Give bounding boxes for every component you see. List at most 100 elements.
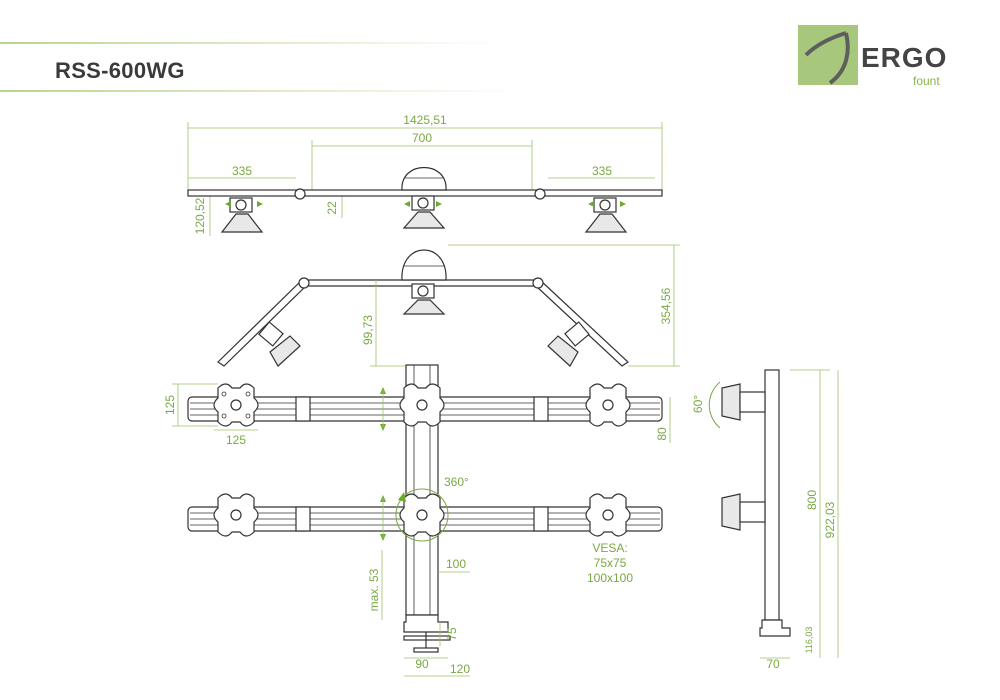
front-clamp-knob xyxy=(413,647,439,653)
angled-pole-cap xyxy=(401,249,447,281)
header-line-top xyxy=(0,42,500,44)
side-mount-lower xyxy=(721,493,766,531)
tilt-arc xyxy=(708,381,721,429)
dim-side-70: 70 xyxy=(766,657,780,671)
vesa-plate-upper-left-hole xyxy=(221,413,227,419)
dim-angled-depth: 99,73 xyxy=(361,315,375,345)
side-view: 60° 800 922,03 116,03 70 xyxy=(691,369,839,671)
top-mount-right-plate xyxy=(584,213,628,233)
top-crossbar xyxy=(187,189,663,197)
top-view: 1425,51 700 335 335 120,52 22 xyxy=(187,113,663,236)
arrow-icon xyxy=(225,201,231,207)
dim-side-116: 116,03 xyxy=(804,627,814,654)
dim-top-height: 120,52 xyxy=(193,197,207,234)
side-clamp xyxy=(759,619,791,637)
logo-box-icon xyxy=(798,25,858,85)
logo-word: ERGO xyxy=(861,42,948,73)
top-mount-center-knob xyxy=(417,197,429,209)
angled-mount-right-plate xyxy=(547,335,579,367)
top-mount-left-knob xyxy=(235,199,247,211)
dim-side-800: 800 xyxy=(805,490,819,510)
top-mount-left-plate xyxy=(220,213,264,233)
vesa-plate-upper-center-hub xyxy=(416,399,428,411)
dim-base-90: 90 xyxy=(415,657,429,671)
arrow-icon xyxy=(436,201,442,207)
top-mount-center-plate xyxy=(402,211,446,229)
top-joint-left xyxy=(294,188,306,200)
top-pole-cap xyxy=(401,167,447,191)
top-mount-center xyxy=(402,195,446,229)
side-pole xyxy=(764,369,780,621)
angled-mount-left-body xyxy=(258,321,284,347)
vesa-plate-upper-left-hole xyxy=(245,413,251,419)
header-line-bottom xyxy=(0,90,520,92)
dim-bar-width: 125 xyxy=(226,433,246,447)
arrow-icon xyxy=(620,201,626,207)
side-mount-upper xyxy=(721,383,766,421)
vesa-plate-lower-left-hub xyxy=(230,509,242,521)
ergofount-logo: ERGO fount xyxy=(795,22,965,112)
dim-rotation: 360° xyxy=(444,475,469,489)
angled-mount-left-plate xyxy=(269,335,301,367)
vesa-plate-upper-left xyxy=(213,383,259,427)
dim-pole-offset: 100 xyxy=(446,557,466,571)
dim-top-center: 700 xyxy=(412,131,432,145)
dim-top-left: 335 xyxy=(232,164,252,178)
arrow-icon xyxy=(588,201,594,207)
angled-mount-center xyxy=(402,283,446,315)
vesa-label: VESA: xyxy=(592,541,627,555)
angled-mount-left xyxy=(258,321,301,367)
vesa-plate-upper-left-hub xyxy=(230,399,242,411)
vesa-plate-lower-left xyxy=(213,493,259,537)
dim-top-right: 335 xyxy=(592,164,612,178)
vesa-plate-upper-right-hub xyxy=(602,399,614,411)
dim-tilt: 60° xyxy=(691,395,705,413)
vesa-plate-lower-center xyxy=(399,493,445,537)
rotation-arrow-icon xyxy=(398,492,406,502)
angled-mount-center-knob xyxy=(417,285,429,297)
top-joint-right xyxy=(534,188,546,200)
vesa-size-100: 100x100 xyxy=(587,571,633,585)
side-mount-lower-plate xyxy=(721,493,741,531)
model-title: RSS-600WG xyxy=(55,58,185,83)
dim-angled-height: 354,56 xyxy=(659,287,673,324)
top-mount-right xyxy=(584,197,628,233)
front-upper-joint-right xyxy=(533,396,549,422)
logo-sub: fount xyxy=(913,74,940,88)
dim-bar-thickness: 80 xyxy=(655,427,669,441)
angled-view: 354,56 99,73 xyxy=(217,244,680,367)
vesa-plate-lower-center-hub xyxy=(416,509,428,521)
front-lower-joint-right xyxy=(533,506,549,532)
front-view: 360° 125 125 80 100 max. 53 75 90 120 VE… xyxy=(163,364,671,677)
dim-bar-height: 125 xyxy=(163,395,177,415)
front-clamp xyxy=(403,614,449,633)
angled-joint-left xyxy=(298,277,310,289)
vesa-plate-upper-left-hole xyxy=(245,391,251,397)
rotation-circle xyxy=(395,488,449,542)
angled-mount-right-body xyxy=(564,321,590,347)
front-clamp-plate xyxy=(403,635,451,641)
vesa-plate-upper-left-hole xyxy=(221,391,227,397)
side-mount-upper-plate xyxy=(721,383,741,421)
side-mount-upper-arm xyxy=(739,391,766,413)
dim-top-gap: 22 xyxy=(325,201,339,215)
front-lower-joint-left xyxy=(295,506,311,532)
vesa-plate-lower-right-hub xyxy=(602,509,614,521)
angled-mount-right xyxy=(547,321,590,367)
dim-clamp-max: max. 53 xyxy=(367,568,381,611)
arrow-icon xyxy=(404,201,410,207)
angled-mount-center-plate xyxy=(402,299,446,315)
dim-base-120: 120 xyxy=(450,662,470,676)
vesa-size-75: 75x75 xyxy=(594,556,627,570)
logo-swoosh-icon xyxy=(804,31,850,85)
angled-joint-right xyxy=(532,277,544,289)
side-mount-lower-arm xyxy=(739,501,766,523)
dim-top-total: 1425,51 xyxy=(403,113,447,127)
arrow-icon xyxy=(257,201,263,207)
front-upper-joint-left xyxy=(295,396,311,422)
vesa-plate-upper-right xyxy=(585,383,631,427)
vesa-plate-upper-center xyxy=(399,383,445,427)
dim-side-922: 922,03 xyxy=(823,501,837,538)
